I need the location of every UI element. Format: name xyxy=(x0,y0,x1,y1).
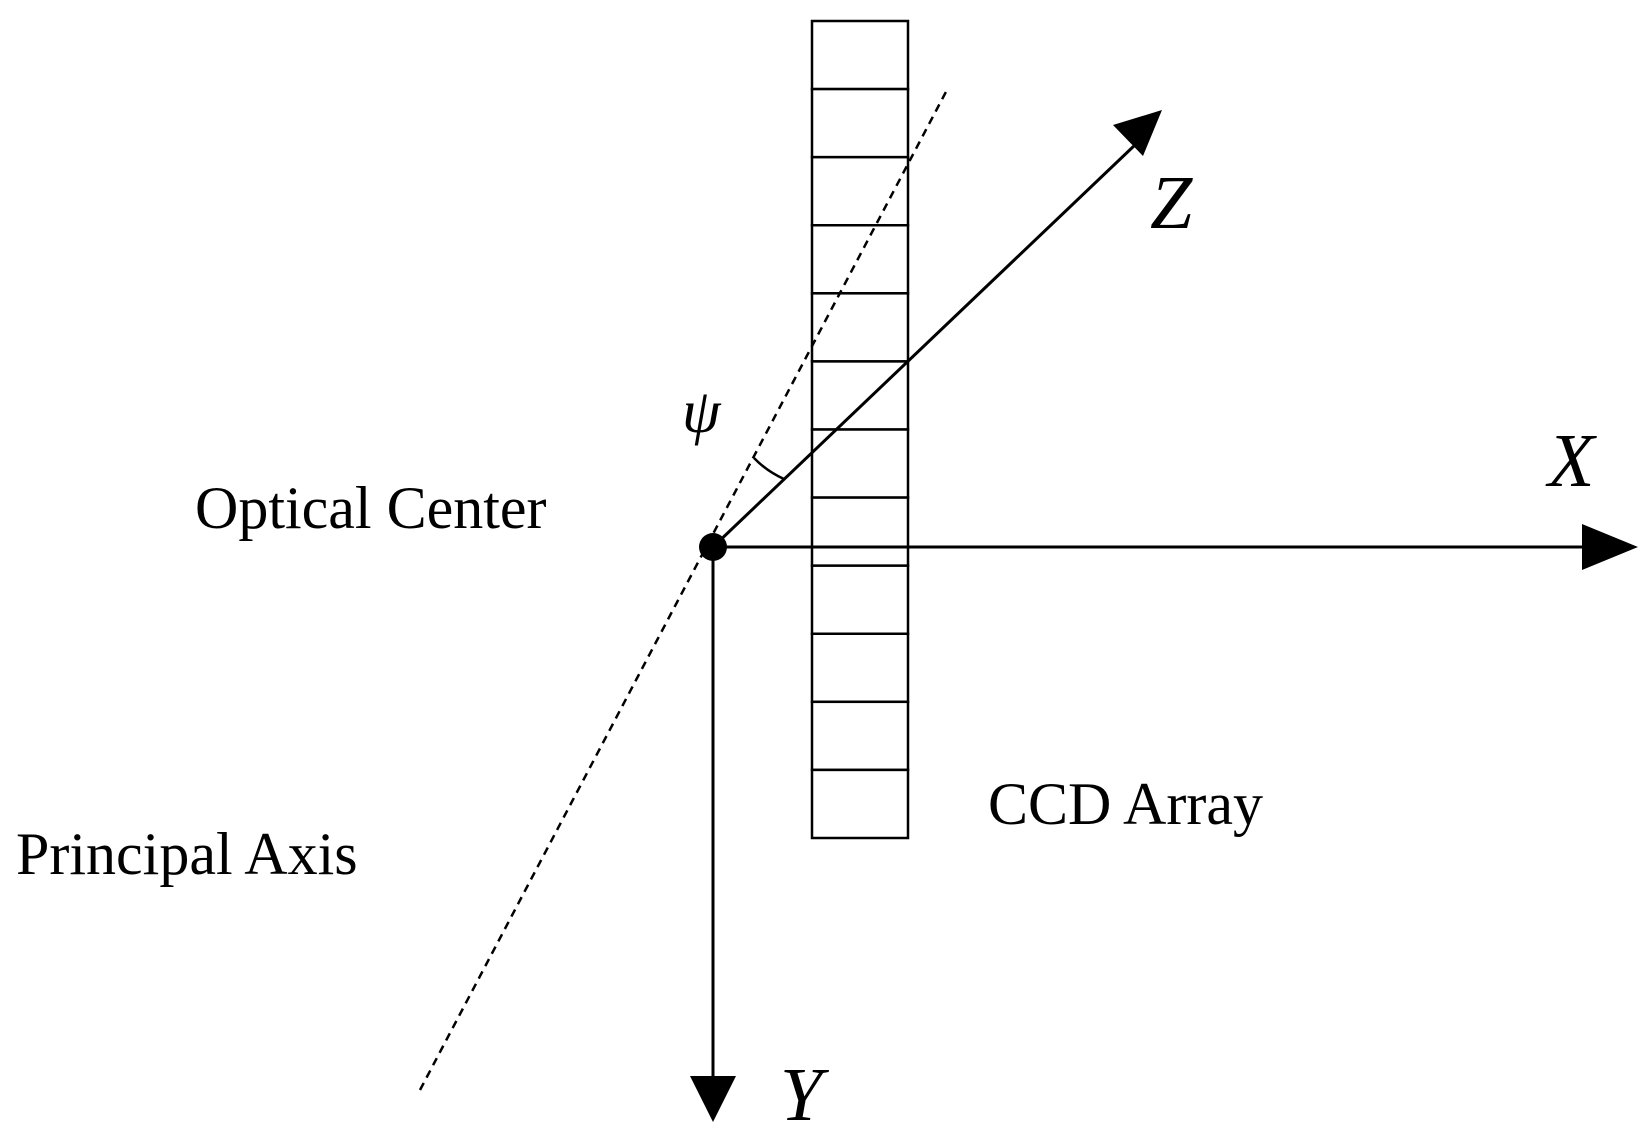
ccd-cell xyxy=(810,224,910,295)
z-axis-line xyxy=(711,142,1138,549)
x-axis-label: X xyxy=(1545,419,1597,503)
y-axis-arrowhead xyxy=(690,1076,736,1122)
optical-center-label: Optical Center xyxy=(195,475,547,541)
ccd-cell xyxy=(810,496,910,567)
ccd-cell xyxy=(810,768,910,840)
ccd-array xyxy=(810,19,910,840)
ccd-cell xyxy=(810,632,910,704)
angle-arc xyxy=(753,457,785,481)
psi-angle-label: ψ xyxy=(682,378,722,446)
z-axis-label: Z xyxy=(1150,161,1193,245)
y-axis-label: Y xyxy=(780,1053,830,1137)
principal-axis-line xyxy=(418,87,950,1091)
x-axis-arrowhead xyxy=(1582,524,1638,570)
ccd-cell xyxy=(810,700,910,772)
z-axis-arrowhead xyxy=(1113,110,1162,156)
ccd-cell xyxy=(810,564,910,635)
ccd-array-label: CCD Array xyxy=(988,771,1263,837)
ccd-cell xyxy=(810,87,910,159)
ccd-cell xyxy=(810,360,910,431)
ccd-cell xyxy=(810,155,910,227)
ccd-cell xyxy=(810,292,910,363)
principal-axis-label: Principal Axis xyxy=(16,821,358,887)
ccd-cell xyxy=(810,19,910,91)
optical-center-point xyxy=(699,533,727,561)
ccd-cell xyxy=(810,428,910,499)
